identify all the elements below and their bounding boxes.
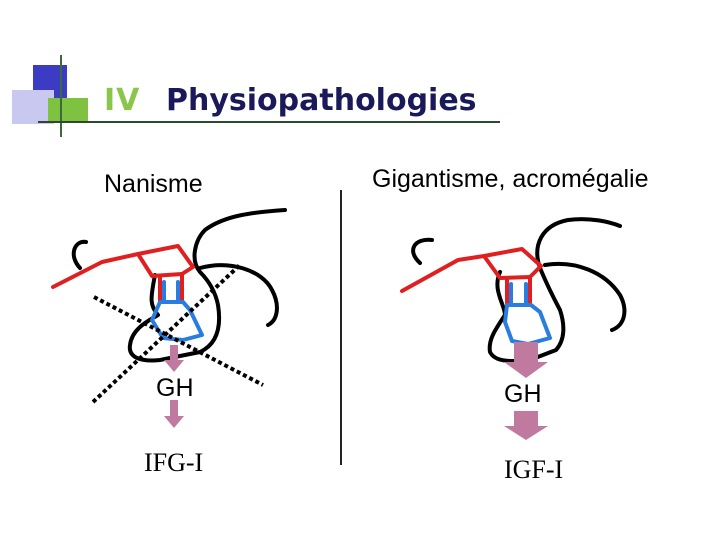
nanisme-label: Nanisme (104, 170, 203, 198)
decor-vertical-line (60, 55, 62, 137)
decor-square-green (48, 98, 88, 122)
left-pituitary (150, 280, 204, 342)
gh-label-right: GH (504, 380, 542, 408)
panel-divider (340, 190, 342, 465)
right-brain-outline (411, 217, 627, 363)
left-hypothalamus (51, 244, 195, 304)
right-gh-arrow (504, 342, 548, 378)
decor-square-lavender (12, 90, 54, 124)
igf-label-right: IGF-I (504, 455, 564, 484)
left-igf-arrow (164, 400, 184, 428)
title-underline (38, 121, 500, 123)
right-hypothalamus (400, 247, 543, 307)
igf-label-left: IFG-I (144, 448, 204, 477)
gh-label-left: GH (156, 374, 194, 402)
slide-title: Physiopathologies (166, 83, 477, 118)
gigantisme-label: Gigantisme, acromégalie (372, 165, 649, 193)
left-gh-arrow (164, 345, 184, 372)
section-number: IV (104, 83, 141, 118)
left-dotted-lines (91, 262, 264, 404)
right-igf-arrow (504, 411, 548, 440)
right-pituitary (503, 282, 552, 346)
